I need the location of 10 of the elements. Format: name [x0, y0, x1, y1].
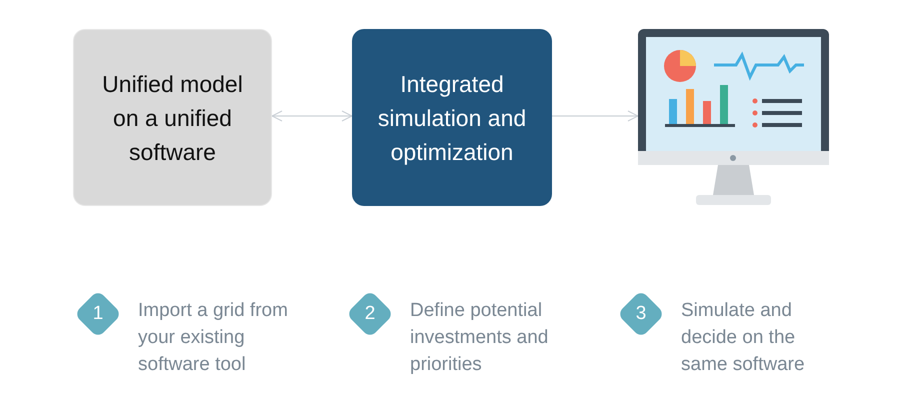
step-number: 3	[636, 302, 646, 326]
arrow	[552, 110, 638, 122]
process-box: Integrated simulation and optimization	[352, 29, 552, 206]
arrow	[272, 110, 352, 122]
step-number: 2	[364, 302, 376, 326]
step-description: Define potential investments and priorities	[410, 299, 550, 377]
step-description: Simulate and decide on the same software	[681, 299, 806, 377]
step-number: 1	[92, 302, 104, 326]
step-description: Import a grid from your existing software tool	[138, 299, 288, 377]
process-box: Unified model on a unified software	[73, 29, 272, 206]
